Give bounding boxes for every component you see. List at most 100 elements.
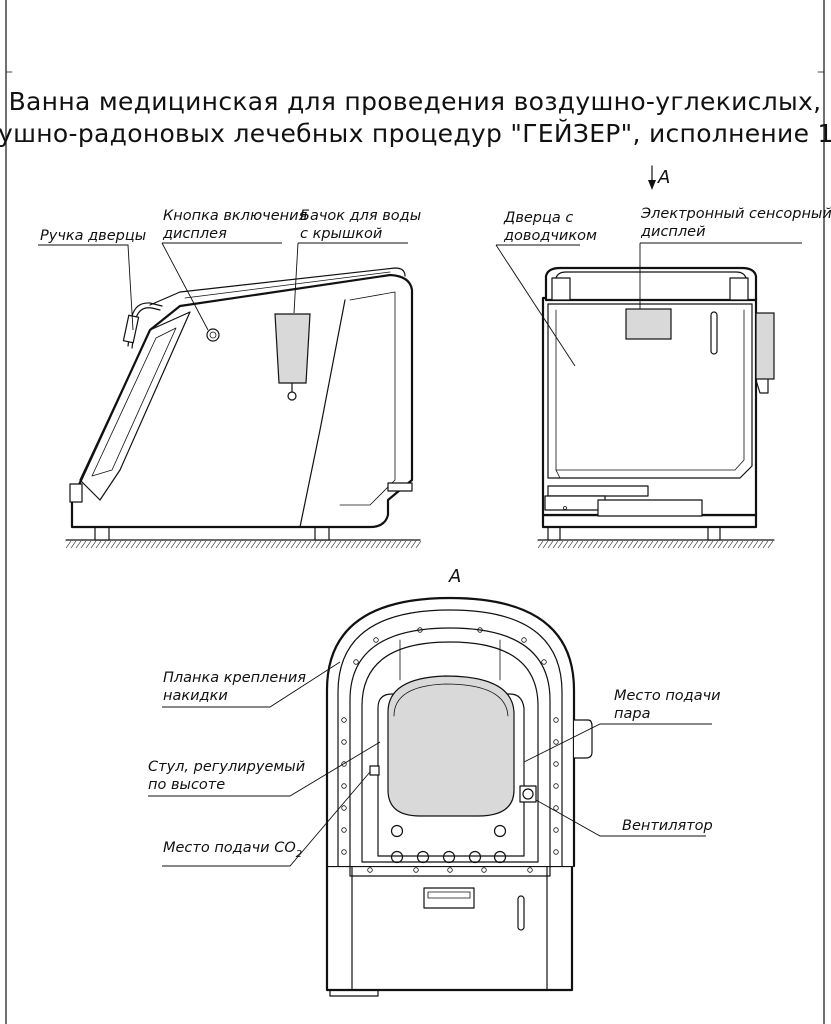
- ground-hatch: [140, 540, 147, 549]
- ground-hatch: [280, 540, 287, 549]
- ground-hatch: [135, 540, 142, 549]
- rim-screw: [481, 867, 487, 873]
- ground-hatch: [175, 540, 182, 549]
- leader-door-handle: [38, 244, 134, 331]
- front-lid-inner: [555, 271, 747, 301]
- view-arrow-a: A: [648, 165, 670, 190]
- ground-hatch: [702, 540, 709, 549]
- side-panel-seam: [299, 299, 346, 528]
- ground-hatch: [647, 540, 654, 549]
- label-cover-bar-2: накидки: [163, 688, 228, 704]
- ground-hatch: [275, 540, 282, 549]
- ground-hatch: [742, 540, 749, 549]
- label-co2-supply: Место подачи CO2: [163, 840, 302, 860]
- ground-hatch: [100, 540, 107, 549]
- rim-screw: [341, 761, 347, 767]
- ground-hatch: [205, 540, 212, 549]
- steam-supply-box: [573, 719, 593, 759]
- label-display-button-2: дисплея: [162, 226, 227, 242]
- ground-hatch: [355, 540, 362, 549]
- side-rear-step: [387, 482, 413, 492]
- label-water-tank-1: Бачок для воды: [300, 208, 421, 224]
- label-co2-text: Место подачи CO: [163, 840, 296, 856]
- ground-hatch: [235, 540, 242, 549]
- label-door-closer-1: Дверца с: [503, 210, 573, 226]
- top-view: Планка крепления накидки Стул, регулируе…: [148, 596, 721, 997]
- ground-hatch: [542, 540, 549, 549]
- ground-hatch: [677, 540, 684, 549]
- ground-hatch: [220, 540, 227, 549]
- ground-hatch: [732, 540, 739, 549]
- ground-hatch: [155, 540, 162, 549]
- ground-hatch: [727, 540, 734, 549]
- hole: [390, 850, 404, 864]
- rim-screw: [527, 867, 533, 873]
- side-view: Ручка дверцы Кнопка включения дисплея Ба…: [38, 208, 422, 549]
- fan-icon: [522, 788, 534, 800]
- ground-hatch: [330, 540, 337, 549]
- sheet-frame: [5, 0, 825, 1024]
- side-body: [70, 273, 414, 529]
- ground-hatch: [250, 540, 257, 549]
- hole: [493, 824, 507, 838]
- ground-hatch: [537, 540, 544, 549]
- side-lid-inner: [184, 271, 391, 299]
- ground-hatch: [572, 540, 579, 549]
- label-fan: Вентилятор: [622, 818, 713, 834]
- ground-hatch: [577, 540, 584, 549]
- rim-screw: [447, 867, 453, 873]
- top-slot: [517, 895, 525, 931]
- ground-hatch: [662, 540, 669, 549]
- ground-hatch: [587, 540, 594, 549]
- ground-hatch: [722, 540, 729, 549]
- ground-hatch: [360, 540, 367, 549]
- front-foot-left: [547, 526, 561, 541]
- leader-cover-bar: [162, 661, 341, 708]
- ground-hatch: [75, 540, 82, 549]
- ground-hatch: [215, 540, 222, 549]
- rim-screw: [541, 659, 547, 665]
- ground-hatch: [90, 540, 97, 549]
- front-lid: [544, 266, 758, 302]
- ground-hatch: [557, 540, 564, 549]
- front-lower-bar: [547, 485, 649, 497]
- ground-hatch: [95, 540, 102, 549]
- ground-hatch: [622, 540, 629, 549]
- leader-chair: [148, 741, 381, 797]
- display-button-icon: [206, 328, 220, 342]
- ground-hatch: [370, 540, 377, 549]
- front-screw: [563, 506, 567, 510]
- top-rim-outer: [337, 609, 563, 867]
- front-slot: [710, 311, 718, 355]
- ground-hatch: [305, 540, 312, 549]
- ground-hatch: [70, 540, 77, 549]
- ground-hatch: [712, 540, 719, 549]
- ground-hatch: [405, 540, 412, 549]
- front-foot-right: [707, 526, 721, 541]
- ground-hatch: [325, 540, 332, 549]
- ground-hatch: [642, 540, 649, 549]
- ground-hatch: [180, 540, 187, 549]
- label-door-closer-2: доводчиком: [503, 228, 597, 244]
- hole: [468, 850, 482, 864]
- label-co2-subscript: 2: [296, 849, 302, 860]
- hole: [493, 850, 507, 864]
- co2-supply-point: [369, 765, 380, 776]
- rim-screw: [373, 637, 379, 643]
- leader-steam: [523, 723, 712, 763]
- ground-hatch: [285, 540, 292, 549]
- rim-screw: [367, 867, 373, 873]
- rim-screw: [553, 739, 559, 745]
- ground-hatch: [260, 540, 267, 549]
- side-door: [79, 311, 191, 501]
- leader-display-button: [161, 242, 209, 331]
- leader-water-tank: [293, 242, 299, 314]
- top-vent-holes: [390, 824, 507, 864]
- top-base: [325, 864, 574, 992]
- label-water-tank-2: с крышкой: [300, 226, 382, 242]
- ground-hatch: [747, 540, 754, 549]
- leader-co2: [162, 771, 371, 867]
- rim-screw: [553, 717, 559, 723]
- water-tank-tap: [287, 391, 297, 401]
